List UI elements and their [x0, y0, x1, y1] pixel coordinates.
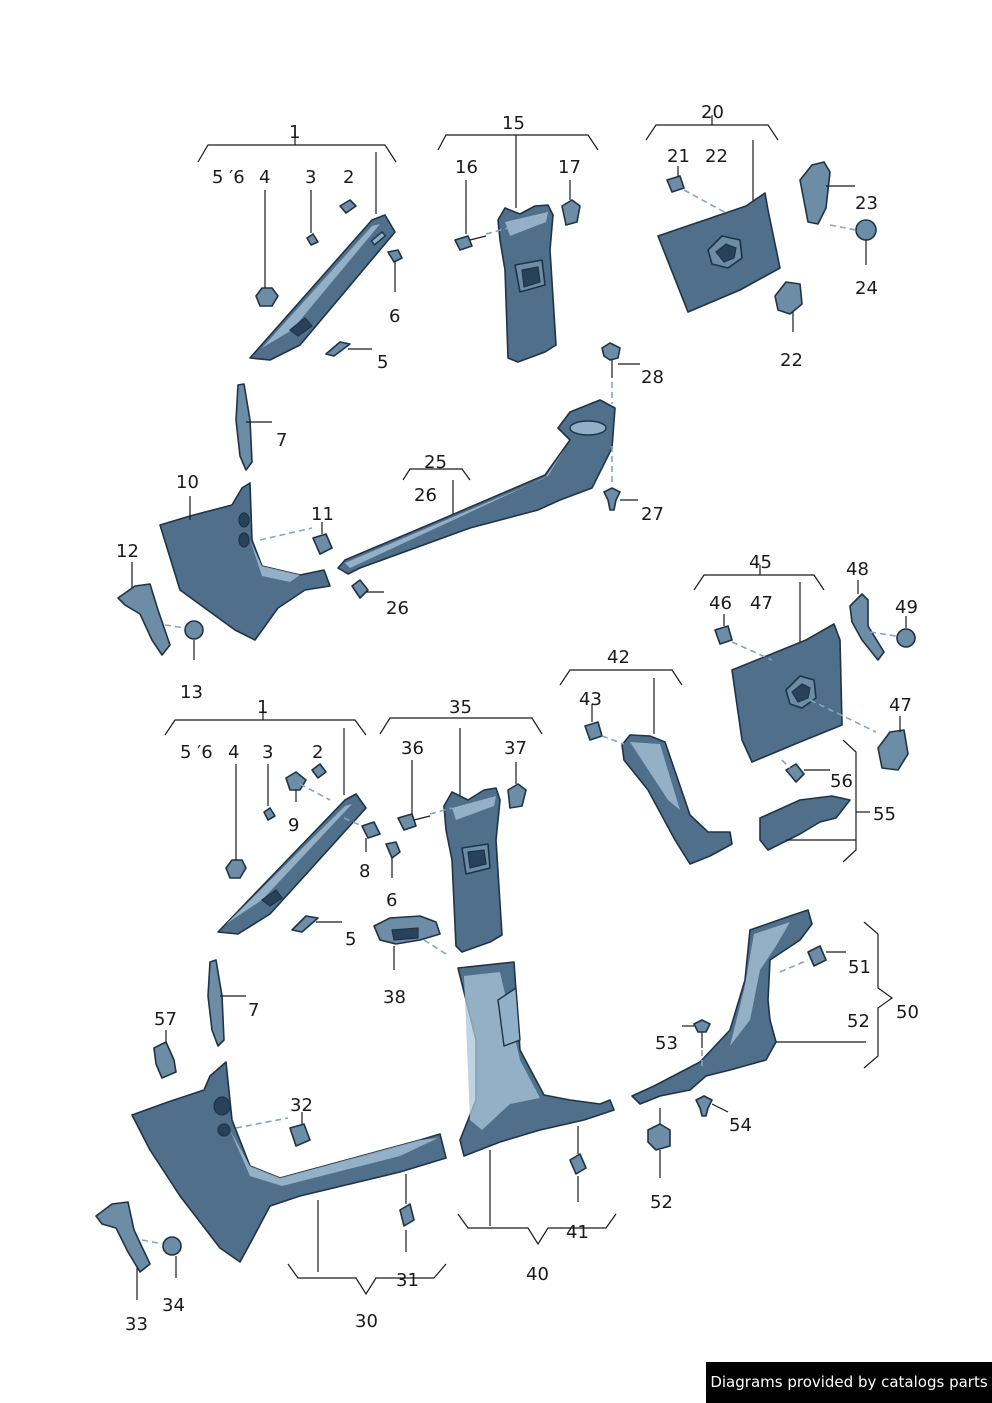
- label-38: 38: [383, 987, 406, 1008]
- label-34: 34: [162, 1295, 185, 1316]
- label-5-top: 5: [377, 352, 388, 373]
- label-15: 15: [502, 113, 525, 134]
- credit-banner: Diagrams provided by catalogs parts: [706, 1362, 992, 1403]
- label-17: 17: [558, 157, 581, 178]
- group-30-sill-lower: [95, 959, 447, 1300]
- label-51: 51: [848, 957, 871, 978]
- label-27: 27: [641, 504, 664, 525]
- label-31: 31: [396, 1270, 419, 1291]
- label-45: 45: [749, 552, 772, 573]
- label-26-bottom: 26: [386, 598, 409, 619]
- group-1-a-pillar-bottom: [164, 708, 401, 935]
- label-8: 8: [359, 861, 370, 882]
- group-20-c-pillar-upper: [645, 115, 877, 332]
- label-3-top: 3: [305, 167, 316, 188]
- label-37: 37: [504, 738, 527, 759]
- label-36: 36: [401, 738, 424, 759]
- label-13: 13: [180, 682, 203, 703]
- label-54: 54: [729, 1115, 752, 1136]
- label-55: 55: [873, 804, 896, 825]
- label-26-top: 26: [414, 485, 437, 506]
- label-2-top: 2: [343, 167, 354, 188]
- label-46: 46: [709, 593, 732, 614]
- group-50-pillar-panel: [631, 909, 894, 1178]
- label-21: 21: [667, 146, 690, 167]
- label-53: 53: [655, 1033, 678, 1054]
- label-12: 12: [116, 541, 139, 562]
- label-3-bottom: 3: [262, 742, 273, 763]
- label-1-bottom: 1: [257, 697, 268, 718]
- callout-labels: 1 5 ′6 4 3 2 6 5 15 16 17 20 21 22 23 24…: [116, 102, 919, 1335]
- label-56: 56: [830, 771, 853, 792]
- label-52-top: 52: [847, 1011, 870, 1032]
- label-16: 16: [455, 157, 478, 178]
- label-28: 28: [641, 367, 664, 388]
- group-40-b-pillar-lower: [457, 961, 617, 1246]
- label-5-6-bottom: 5 ′6: [180, 742, 213, 763]
- label-10: 10: [176, 472, 199, 493]
- label-41: 41: [566, 1222, 589, 1243]
- label-49: 49: [895, 597, 918, 618]
- label-57: 57: [154, 1009, 177, 1030]
- label-2-bottom: 2: [312, 742, 323, 763]
- label-1-top: 1: [289, 122, 300, 143]
- label-5-bottom: 5: [345, 929, 356, 950]
- label-6-top: 6: [389, 306, 400, 327]
- label-47-top: 47: [750, 593, 773, 614]
- label-22-bottom: 22: [780, 350, 803, 371]
- group-45-c-pillar-lower: [693, 565, 916, 771]
- label-20: 20: [701, 102, 724, 123]
- group-sill-top-left: [117, 383, 333, 660]
- label-5-6-top: 5 ′6: [212, 167, 245, 188]
- label-9: 9: [288, 815, 299, 836]
- group-25-sill-long: [337, 342, 640, 599]
- label-11: 11: [311, 504, 334, 525]
- label-24: 24: [855, 278, 878, 299]
- group-15-b-pillar-upper: [437, 134, 599, 363]
- group-42-panel: [559, 669, 733, 865]
- label-50: 50: [896, 1002, 919, 1023]
- label-47-bottom: 47: [889, 695, 912, 716]
- label-40: 40: [526, 1264, 549, 1285]
- label-33: 33: [125, 1314, 148, 1335]
- label-22-top: 22: [705, 146, 728, 167]
- label-25: 25: [424, 452, 447, 473]
- label-4-top: 4: [259, 167, 270, 188]
- label-52-bottom: 52: [650, 1192, 673, 1213]
- group-35-b-pillar-upper: [373, 717, 543, 970]
- label-43: 43: [579, 689, 602, 710]
- label-4-bottom: 4: [228, 742, 239, 763]
- label-32: 32: [290, 1095, 313, 1116]
- label-48: 48: [846, 559, 869, 580]
- group-1-a-pillar-top: [197, 132, 403, 361]
- group-55-bracket: [759, 739, 870, 863]
- label-6-bottom: 6: [386, 890, 397, 911]
- label-42: 42: [607, 647, 630, 668]
- label-35: 35: [449, 697, 472, 718]
- label-23: 23: [855, 193, 878, 214]
- label-7-top: 7: [276, 430, 287, 451]
- label-7-bottom: 7: [248, 1000, 259, 1021]
- label-30: 30: [355, 1311, 378, 1332]
